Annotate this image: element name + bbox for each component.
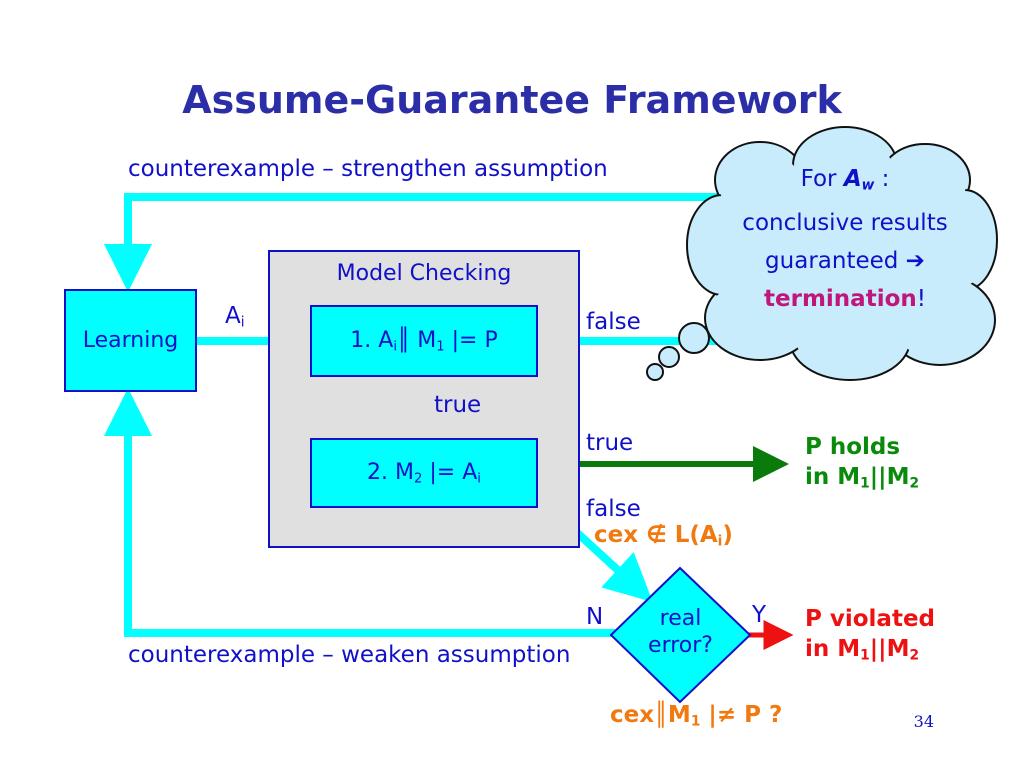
- cex-check-label: cex║M1 |≠ P ?: [610, 702, 783, 730]
- page-number: 34: [913, 712, 934, 731]
- strengthen-label: counterexample – strengthen assumption: [128, 156, 608, 182]
- step1-formula: 1. Ai║ M1 |= P: [350, 327, 498, 355]
- strengthen-arrow: [104, 193, 730, 292]
- model-checking-title: Model Checking: [336, 261, 512, 286]
- p-holds-label: P holds in M1||M2: [805, 434, 920, 492]
- real-error-label: real error?: [648, 606, 713, 658]
- step1-box[interactable]: 1. Ai║ M1 |= P: [310, 305, 538, 377]
- cex-not-in-label: cex ∉ L(Ai): [594, 522, 733, 550]
- thought-cloud-fill: [695, 136, 990, 371]
- edge-true-2: true: [586, 430, 634, 456]
- weaken-arrow: [104, 388, 615, 637]
- real-error-diamond: [609, 566, 752, 704]
- cloud-text: For Aw : conclusive results guaranteed ➔…: [742, 166, 948, 313]
- edge-true-1: true: [434, 392, 482, 418]
- learning-box[interactable]: Learning: [64, 289, 197, 392]
- step2-formula: 2. M2 |= Ai: [367, 459, 481, 487]
- edge-false-1: false: [586, 309, 641, 335]
- weaken-label: counterexample – weaken assumption: [128, 642, 571, 668]
- step2-box[interactable]: 2. M2 |= Ai: [310, 438, 538, 508]
- p-violated-label: P violated in M1||M2: [805, 606, 936, 664]
- edge-n: N: [586, 604, 604, 630]
- learning-label: Learning: [82, 328, 179, 353]
- assumption-label: Ai: [225, 303, 245, 331]
- edge-false-2: false: [586, 496, 641, 522]
- page-title: Assume-Guarantee Framework: [182, 78, 842, 122]
- edge-y: Y: [752, 602, 767, 628]
